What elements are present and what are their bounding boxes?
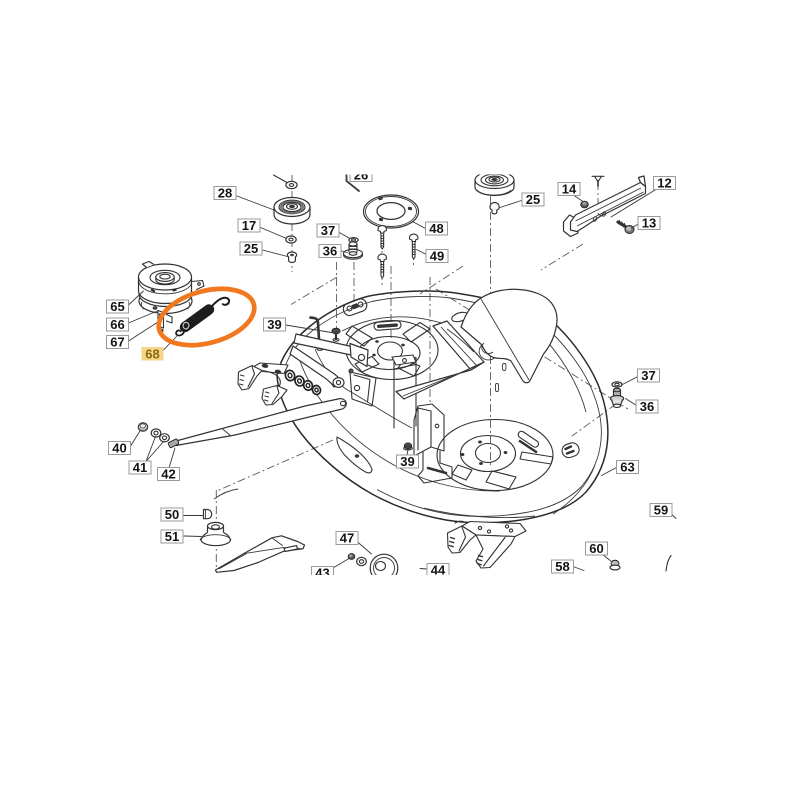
svg-text:37: 37 [641, 368, 655, 383]
svg-text:36: 36 [640, 399, 654, 414]
svg-text:68: 68 [145, 346, 159, 361]
svg-text:49: 49 [430, 249, 444, 264]
svg-text:65: 65 [110, 299, 124, 314]
svg-text:39: 39 [267, 317, 281, 332]
svg-text:47: 47 [340, 531, 354, 546]
svg-text:51: 51 [165, 529, 179, 544]
svg-text:59: 59 [654, 503, 668, 518]
svg-text:58: 58 [555, 559, 569, 574]
svg-text:60: 60 [589, 541, 603, 556]
svg-text:36: 36 [323, 244, 337, 259]
svg-text:28: 28 [218, 186, 232, 201]
svg-text:48: 48 [429, 221, 443, 236]
svg-text:26: 26 [354, 168, 368, 183]
svg-text:12: 12 [657, 176, 671, 191]
svg-text:37: 37 [321, 223, 335, 238]
svg-text:25: 25 [244, 241, 258, 256]
svg-text:13: 13 [642, 216, 656, 231]
svg-text:63: 63 [620, 460, 634, 475]
svg-text:40: 40 [112, 441, 126, 456]
svg-text:50: 50 [165, 507, 179, 522]
svg-text:41: 41 [133, 460, 147, 475]
svg-text:67: 67 [110, 335, 124, 350]
svg-text:66: 66 [110, 317, 124, 332]
svg-text:42: 42 [161, 467, 175, 482]
svg-text:25: 25 [526, 192, 540, 207]
svg-text:43: 43 [315, 566, 329, 581]
svg-text:39: 39 [400, 454, 414, 469]
svg-text:17: 17 [242, 218, 256, 233]
svg-text:14: 14 [562, 182, 577, 197]
svg-text:44: 44 [431, 563, 446, 578]
